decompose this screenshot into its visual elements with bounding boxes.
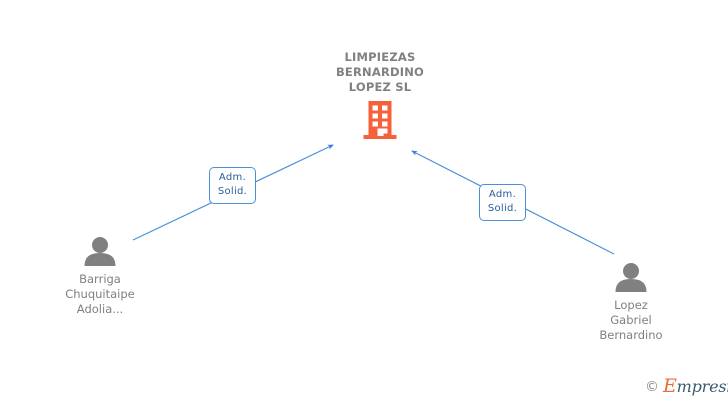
company-icon-wrap [300, 101, 460, 141]
watermark: © Empresia [645, 377, 728, 396]
person-node-right[interactable]: Lopez Gabriel Bernardino [561, 262, 701, 343]
person-right-name-label: Lopez Gabriel Bernardino [599, 298, 663, 342]
person-right-icon-wrap [561, 262, 701, 292]
brand-rest: mpresia [676, 377, 728, 396]
copyright-icon: © [645, 378, 659, 395]
edge-label-left[interactable]: Adm. Solid. [209, 167, 256, 204]
person-icon [615, 263, 647, 292]
brand-initial: E [663, 375, 677, 397]
person-left-name-label: Barriga Chuquitaipe Adolia... [65, 272, 135, 316]
person-left-icon-wrap [30, 236, 170, 266]
person-node-left[interactable]: Barriga Chuquitaipe Adolia... [30, 236, 170, 317]
person-icon [84, 237, 116, 266]
brand-wordmark: Empresia [663, 377, 728, 396]
building-icon [363, 101, 397, 139]
edge-label-right[interactable]: Adm. Solid. [479, 184, 526, 221]
company-node[interactable]: LIMPIEZAS BERNARDINO LOPEZ SL [300, 50, 460, 141]
company-name-label: LIMPIEZAS BERNARDINO LOPEZ SL [335, 50, 425, 94]
